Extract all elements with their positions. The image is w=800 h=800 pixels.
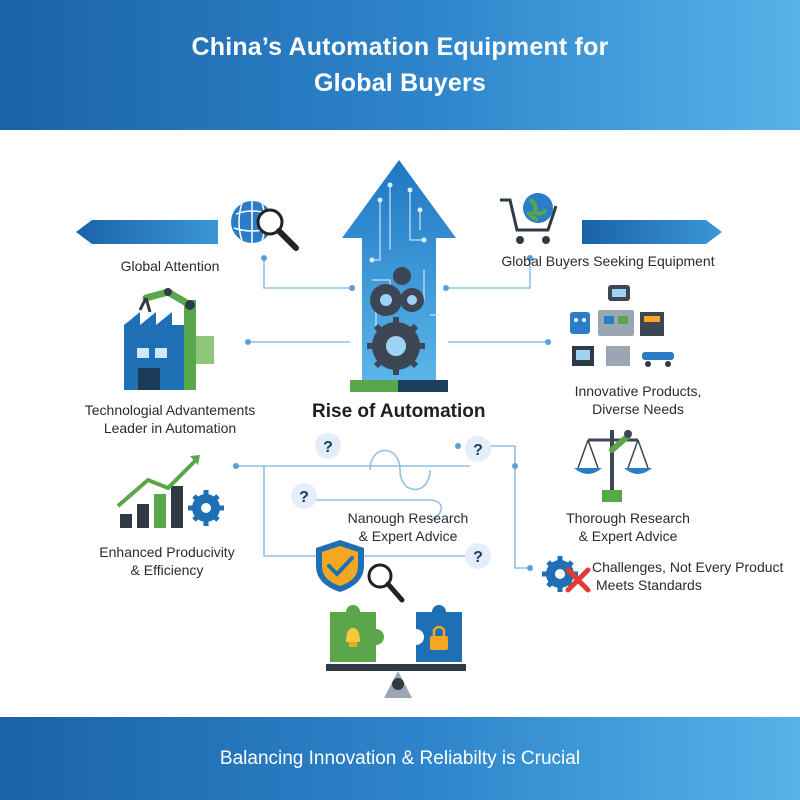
page-title-line1: China’s Automation Equipment for <box>191 33 609 61</box>
thorough-research-label: Thorough Research & Expert Advice <box>566 510 690 544</box>
shield-check-icon <box>316 540 364 592</box>
left-banner-arrow <box>76 220 218 244</box>
question-bubbles <box>291 433 491 569</box>
page-title-line2: Global Buyers <box>313 69 487 97</box>
rise-arrow-icon <box>342 160 456 392</box>
factory-robot-icon <box>124 288 214 390</box>
magnifier-icon <box>367 563 405 603</box>
question-mark-1: ? <box>323 439 333 456</box>
global-buyers-label: Global Buyers Seeking Equipment <box>501 253 715 269</box>
puzzle-balance-icon <box>326 605 466 698</box>
tech-advancements-label: Technologial Advantements Leader in Auto… <box>84 402 256 436</box>
globe-search-icon <box>231 201 299 251</box>
nanough-research-label: Nanough Research & Expert Advice <box>347 510 469 544</box>
footer-text: Balancing Innovation & Reliabilty is Cru… <box>219 747 581 769</box>
question-mark-2: ? <box>473 442 483 459</box>
productivity-chart-icon <box>116 455 224 528</box>
global-attention-label: Global Attention <box>120 258 220 274</box>
question-mark-3: ? <box>299 489 309 506</box>
question-mark-4: ? <box>473 549 483 566</box>
gear-reject-icon <box>542 556 591 593</box>
connector-dots <box>233 255 551 571</box>
productivity-label: Enhanced Producivity & Efficiency <box>99 544 235 578</box>
right-banner-arrow <box>582 220 722 244</box>
rise-of-automation-title: Rise of Automation <box>312 401 486 422</box>
challenges-label: Challenges, Not Every Product Meets Stan… <box>592 559 784 593</box>
footer-banner: Balancing Innovation & Reliabilty is Cru… <box>0 717 800 800</box>
cart-globe-icon <box>500 193 558 244</box>
balance-scale-icon <box>574 430 652 502</box>
innovative-products-label: Innovative Products, Diverse Needs <box>574 383 702 417</box>
connector-lines <box>236 258 548 569</box>
robots-machines-icon <box>570 285 674 367</box>
header-banner: China’s Automation Equipment for Global … <box>0 0 800 130</box>
